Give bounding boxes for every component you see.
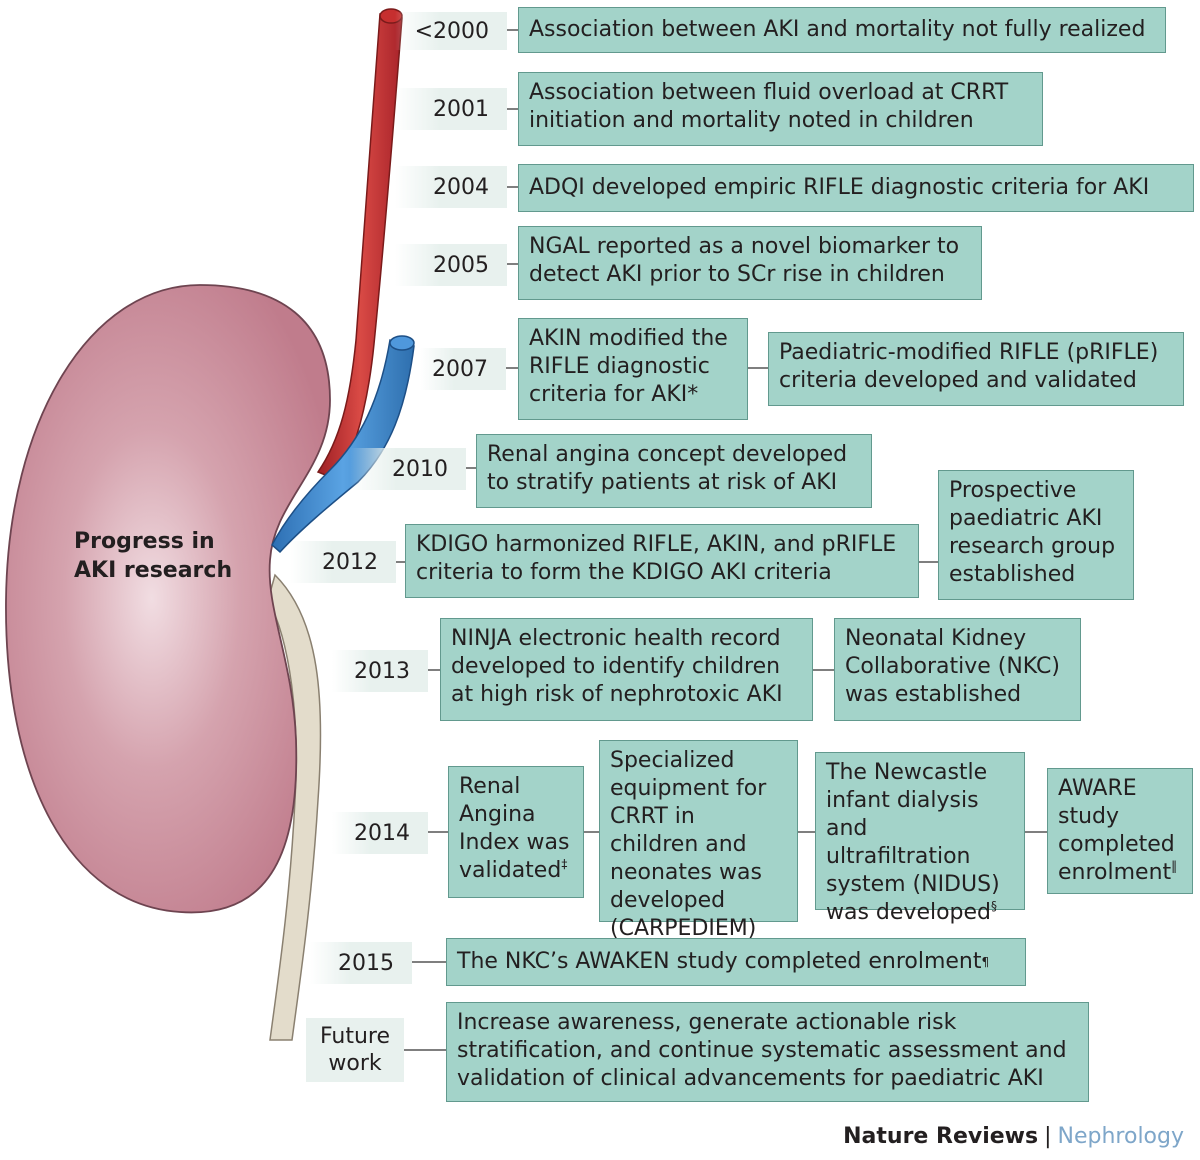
- event-box: Prospective paediatric AKI research grou…: [938, 470, 1134, 600]
- connector-lines: [386, 29, 1047, 1051]
- event-box: The NKC’s AWAKEN study completed enrolme…: [446, 938, 1026, 986]
- journal-credit: Nature Reviews|Nephrology: [843, 1124, 1184, 1149]
- year-label: 2015: [310, 942, 412, 984]
- year-label: 2013: [332, 650, 428, 692]
- vein-opening: [389, 335, 415, 351]
- event-box: Renal angina concept developed to strati…: [476, 434, 872, 508]
- year-label: 2004: [395, 166, 507, 208]
- event-box: Renal Angina Index was validated‡: [448, 766, 584, 898]
- year-label: 2007: [420, 348, 506, 390]
- event-box: NGAL reported as a novel biomarker to de…: [518, 226, 982, 300]
- event-box: Neonatal Kidney Collaborative (NKC) was …: [834, 618, 1081, 721]
- event-box: AWARE study completed enrolment‖: [1047, 768, 1193, 894]
- event-box: Association between fluid overload at CR…: [518, 72, 1043, 146]
- event-box: Specialized equipment for CRRT in childr…: [599, 740, 798, 941]
- event-box: Association between AKI and mortality no…: [518, 7, 1166, 53]
- vein: [271, 339, 415, 554]
- event-box: KDIGO harmonized RIFLE, AKIN, and pRIFLE…: [405, 524, 919, 598]
- event-box: Paediatric-modified RIFLE (pRIFLE) crite…: [768, 332, 1184, 406]
- year-label: 2001: [395, 88, 507, 130]
- event-box: The Newcastle infant dialysis and ultraf…: [815, 752, 1025, 925]
- kidney-label: Progress in AKI research: [74, 529, 233, 583]
- kidney-shape: [5, 284, 331, 914]
- year-label: <2000: [395, 12, 507, 50]
- event-box: NINJA electronic health record developed…: [440, 618, 813, 721]
- event-box: AKIN modified the RIFLE diagnostic crite…: [518, 318, 748, 420]
- year-label: Future work: [306, 1018, 404, 1082]
- event-box: Increase awareness, generate actionable …: [446, 1002, 1089, 1102]
- year-label: 2005: [395, 244, 507, 286]
- year-label: 2012: [290, 541, 396, 583]
- year-label: 2014: [332, 812, 428, 854]
- event-box: ADQI developed empiric RIFLE diagnostic …: [518, 164, 1194, 212]
- year-label: 2010: [350, 448, 466, 490]
